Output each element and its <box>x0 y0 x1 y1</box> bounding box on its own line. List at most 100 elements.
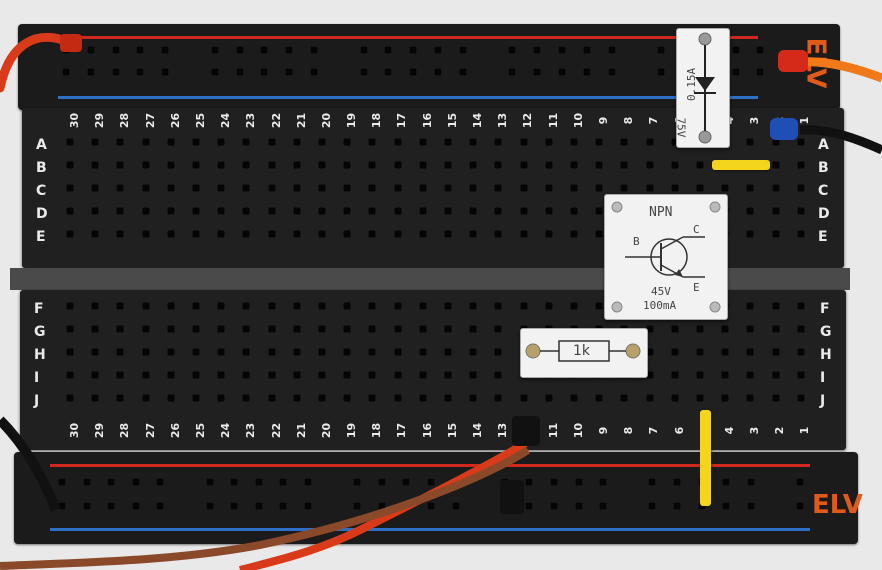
hole[interactable] <box>217 184 226 192</box>
hole[interactable] <box>304 502 312 510</box>
hole[interactable] <box>721 184 730 192</box>
hole[interactable] <box>267 371 276 379</box>
hole[interactable] <box>318 348 326 356</box>
hole[interactable] <box>192 371 200 379</box>
hole[interactable] <box>205 502 214 510</box>
hole[interactable] <box>310 46 318 54</box>
hole[interactable] <box>353 478 362 486</box>
hole[interactable] <box>599 502 608 510</box>
hole[interactable] <box>570 161 578 169</box>
hole[interactable] <box>721 348 730 356</box>
hole[interactable] <box>469 394 478 402</box>
hole[interactable] <box>292 138 301 146</box>
hole[interactable] <box>670 325 679 333</box>
hole[interactable] <box>657 68 666 76</box>
hole[interactable] <box>657 46 666 54</box>
hole[interactable] <box>343 230 352 238</box>
hole[interactable] <box>645 325 654 333</box>
hole[interactable] <box>235 46 244 54</box>
hole[interactable] <box>141 348 150 356</box>
hole[interactable] <box>796 138 805 146</box>
hole[interactable] <box>409 46 418 54</box>
hole[interactable] <box>192 302 200 310</box>
hole[interactable] <box>91 302 100 310</box>
hole[interactable] <box>519 138 528 146</box>
hole[interactable] <box>242 230 251 238</box>
hole[interactable] <box>696 161 704 169</box>
hole[interactable] <box>66 394 74 402</box>
hole[interactable] <box>192 348 200 356</box>
hole[interactable] <box>116 325 125 333</box>
hole[interactable] <box>418 138 427 146</box>
hole[interactable] <box>444 348 452 356</box>
hole[interactable] <box>210 68 219 76</box>
hole[interactable] <box>645 138 654 146</box>
hole[interactable] <box>771 302 780 310</box>
hole[interactable] <box>141 302 150 310</box>
hole[interactable] <box>242 184 251 192</box>
hole[interactable] <box>500 502 509 510</box>
hole[interactable] <box>267 138 276 146</box>
hole[interactable] <box>673 502 681 510</box>
hole[interactable] <box>570 138 578 146</box>
hole[interactable] <box>161 68 170 76</box>
hole[interactable] <box>368 230 377 238</box>
hole[interactable] <box>525 502 534 510</box>
hole[interactable] <box>254 478 263 486</box>
hole[interactable] <box>136 46 145 54</box>
hole[interactable] <box>86 46 95 54</box>
hole[interactable] <box>595 302 604 310</box>
hole[interactable] <box>696 394 704 402</box>
hole[interactable] <box>166 348 175 356</box>
hole[interactable] <box>217 371 226 379</box>
hole[interactable] <box>230 478 239 486</box>
hole[interactable] <box>368 302 377 310</box>
hole[interactable] <box>384 46 393 54</box>
hole[interactable] <box>620 184 629 192</box>
hole[interactable] <box>66 207 74 215</box>
hole[interactable] <box>746 138 755 146</box>
hole[interactable] <box>645 394 654 402</box>
hole[interactable] <box>796 394 805 402</box>
hole[interactable] <box>62 68 70 76</box>
hole[interactable] <box>267 161 276 169</box>
hole[interactable] <box>469 184 478 192</box>
hole[interactable] <box>141 161 150 169</box>
hole[interactable] <box>796 207 805 215</box>
hole[interactable] <box>141 207 150 215</box>
hole[interactable] <box>558 46 566 54</box>
hole[interactable] <box>409 68 418 76</box>
hole[interactable] <box>796 161 805 169</box>
hole[interactable] <box>746 348 755 356</box>
hole[interactable] <box>217 161 226 169</box>
hole[interactable] <box>156 502 165 510</box>
hole[interactable] <box>393 348 402 356</box>
hole[interactable] <box>418 394 427 402</box>
hole[interactable] <box>368 207 377 215</box>
hole[interactable] <box>343 207 352 215</box>
hole[interactable] <box>722 502 731 510</box>
hole[interactable] <box>91 207 100 215</box>
hole[interactable] <box>574 478 583 486</box>
hole[interactable] <box>343 161 352 169</box>
hole[interactable] <box>292 302 301 310</box>
hole[interactable] <box>519 161 528 169</box>
hole[interactable] <box>434 46 442 54</box>
hole[interactable] <box>116 138 125 146</box>
hole[interactable] <box>494 371 503 379</box>
hole[interactable] <box>242 138 251 146</box>
hole[interactable] <box>645 184 654 192</box>
hole[interactable] <box>469 138 478 146</box>
hole[interactable] <box>595 138 604 146</box>
hole[interactable] <box>166 325 175 333</box>
hole[interactable] <box>343 325 352 333</box>
hole[interactable] <box>796 371 805 379</box>
hole[interactable] <box>318 302 326 310</box>
hole[interactable] <box>368 348 377 356</box>
hole[interactable] <box>519 230 528 238</box>
hole[interactable] <box>796 348 805 356</box>
hole[interactable] <box>494 302 503 310</box>
hole[interactable] <box>570 394 578 402</box>
hole[interactable] <box>607 68 616 76</box>
hole[interactable] <box>519 184 528 192</box>
